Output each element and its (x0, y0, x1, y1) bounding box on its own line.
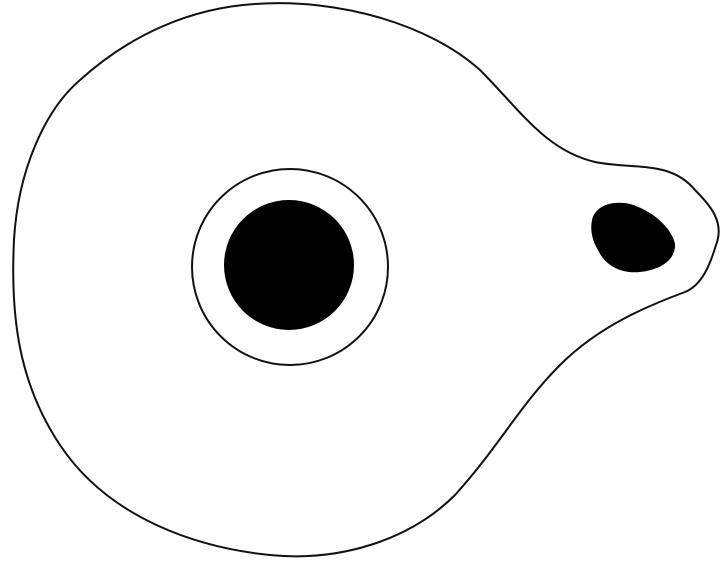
filling-hole (224, 200, 354, 330)
